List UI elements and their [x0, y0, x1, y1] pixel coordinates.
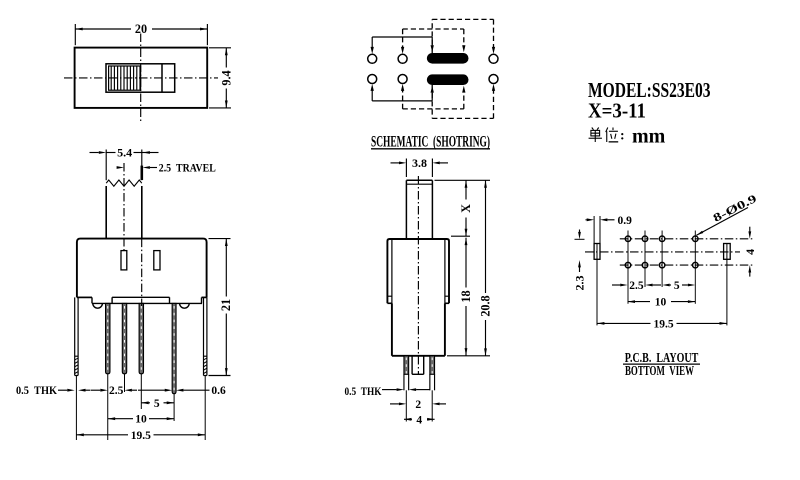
svg-text:5: 5	[154, 398, 160, 410]
svg-text:0.9: 0.9	[618, 215, 633, 227]
svg-text:10: 10	[655, 297, 667, 309]
svg-text:SCHEMATIC (SHOTRING): SCHEMATIC (SHOTRING)	[371, 134, 490, 151]
svg-text:2.5: 2.5	[629, 280, 644, 292]
svg-text:3.8: 3.8	[412, 156, 427, 170]
svg-text:BOTTOM VIEW: BOTTOM VIEW	[625, 363, 694, 378]
svg-text:mm: mm	[632, 126, 666, 148]
svg-text:2.5 TRAVEL: 2.5 TRAVEL	[159, 162, 216, 174]
svg-text:X: X	[459, 204, 473, 213]
svg-text:2.3: 2.3	[572, 276, 586, 291]
svg-text:4: 4	[416, 414, 422, 426]
svg-text:19.5: 19.5	[131, 430, 151, 442]
svg-text:4: 4	[743, 249, 757, 255]
svg-text:9.4: 9.4	[219, 70, 233, 85]
svg-text:21: 21	[219, 299, 233, 311]
svg-text:X=3-11: X=3-11	[588, 99, 646, 123]
svg-text:0.5 THK: 0.5 THK	[345, 386, 382, 398]
svg-text:18: 18	[459, 290, 473, 302]
svg-text:MODEL:SS23E03: MODEL:SS23E03	[588, 78, 711, 102]
svg-text::: :	[620, 129, 625, 144]
svg-text:5: 5	[674, 280, 680, 292]
svg-text:19.5: 19.5	[653, 318, 673, 330]
svg-text:2.5: 2.5	[109, 385, 124, 397]
svg-text:10: 10	[135, 414, 147, 426]
svg-text:2: 2	[415, 399, 421, 411]
svg-text:0.5 THK: 0.5 THK	[16, 385, 57, 397]
svg-text:P.C.B. LAYOUT: P.C.B. LAYOUT	[625, 350, 699, 365]
svg-text:20.8: 20.8	[479, 295, 493, 316]
svg-text:20: 20	[135, 22, 147, 36]
svg-text:5.4: 5.4	[117, 146, 132, 160]
svg-text:0.6: 0.6	[211, 385, 226, 397]
